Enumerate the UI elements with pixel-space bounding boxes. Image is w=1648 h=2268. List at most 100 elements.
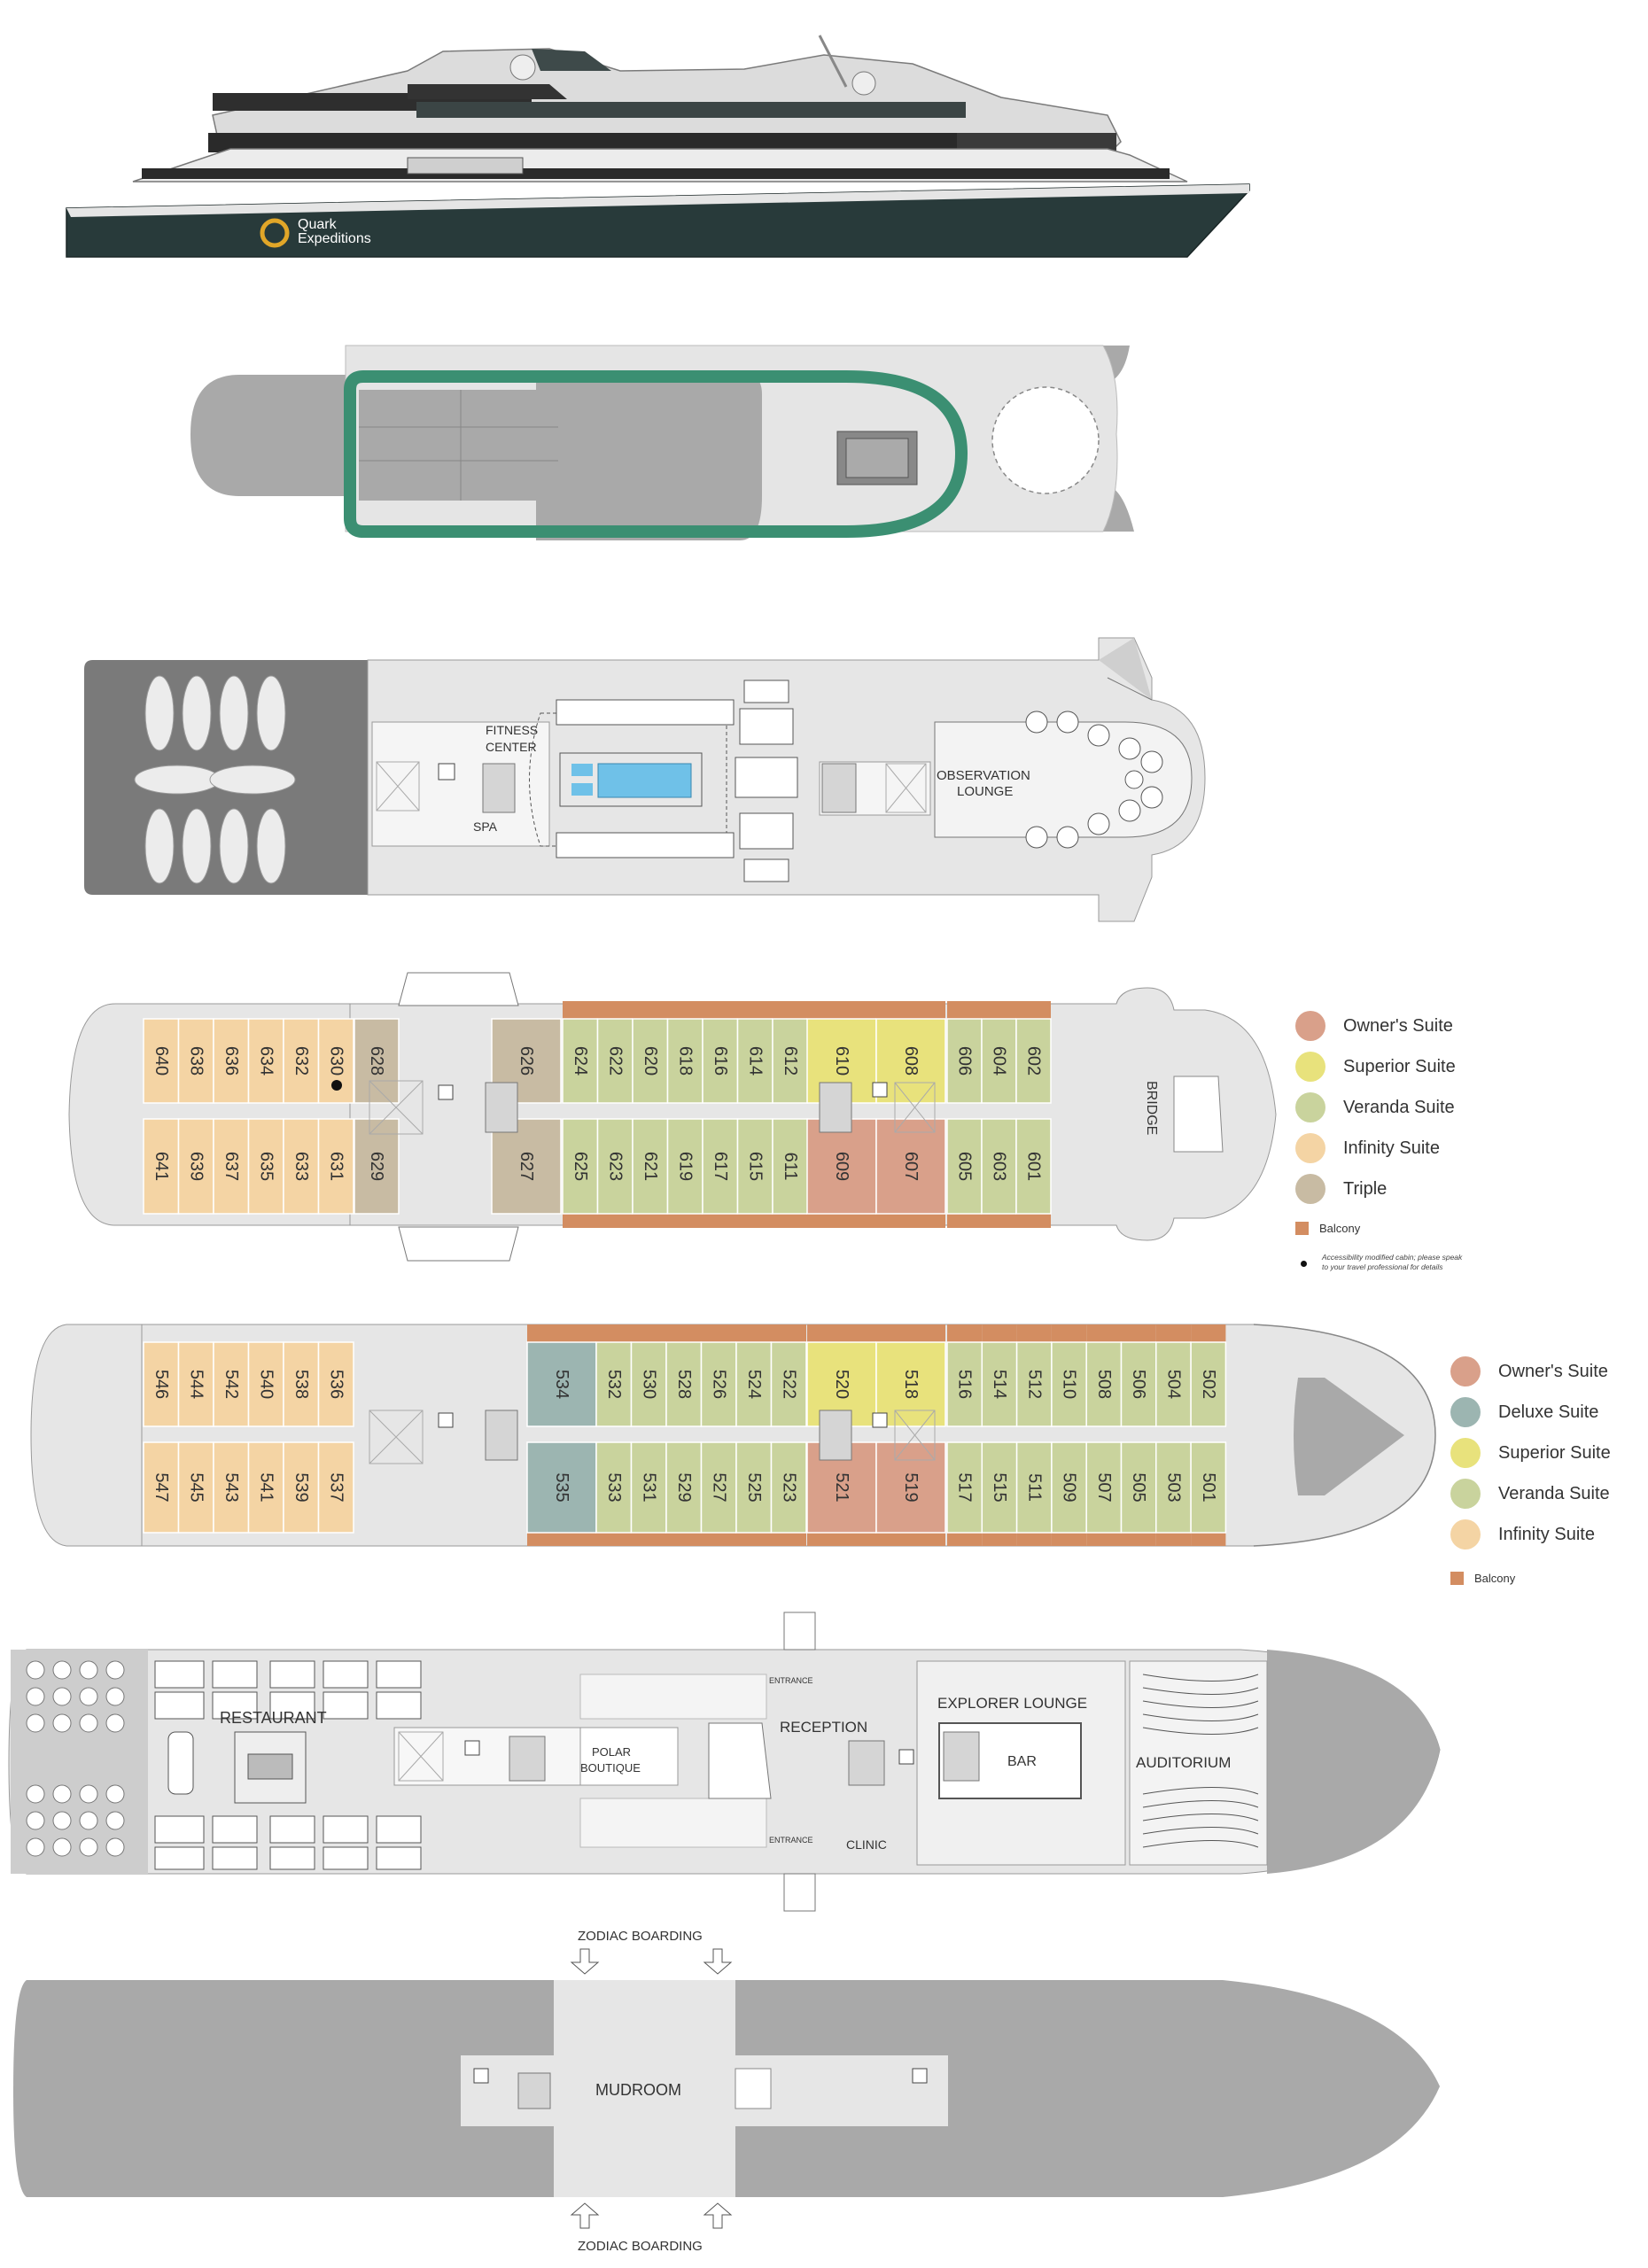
- cabin-617[interactable]: 617: [702, 1118, 739, 1228]
- cabin-619[interactable]: 619: [666, 1118, 704, 1228]
- cabin-517[interactable]: 517: [946, 1441, 983, 1546]
- cabin-502[interactable]: 502: [1190, 1324, 1227, 1427]
- cabin-628[interactable]: 628: [354, 1018, 400, 1104]
- cabin-634[interactable]: 634: [247, 1018, 284, 1104]
- cabin-629[interactable]: 629: [354, 1118, 400, 1215]
- cabin-532[interactable]: 532: [595, 1324, 633, 1427]
- cabin-545[interactable]: 545: [177, 1441, 214, 1534]
- cabin-512[interactable]: 512: [1015, 1324, 1053, 1427]
- fitness-center-label-2: CENTER: [486, 740, 537, 754]
- cabin-639[interactable]: 639: [177, 1118, 214, 1215]
- cabin-529[interactable]: 529: [665, 1441, 703, 1546]
- cabin-518[interactable]: 518: [875, 1324, 946, 1427]
- cabin-504[interactable]: 504: [1155, 1324, 1192, 1427]
- cabin-number-632: 632: [292, 1046, 311, 1076]
- cabin-601[interactable]: 601: [1015, 1118, 1052, 1228]
- legend-swatch-deluxe: [1450, 1397, 1481, 1427]
- legend-swatch-owners: [1295, 1011, 1325, 1041]
- cabin-547[interactable]: 547: [143, 1441, 180, 1534]
- cabin-546[interactable]: 546: [143, 1341, 180, 1427]
- cabin-526[interactable]: 526: [700, 1324, 737, 1427]
- cabin-515[interactable]: 515: [981, 1441, 1018, 1546]
- cabin-633[interactable]: 633: [283, 1118, 320, 1215]
- cabin-533[interactable]: 533: [595, 1441, 633, 1546]
- cabin-540[interactable]: 540: [247, 1341, 284, 1427]
- cabin-535[interactable]: 535: [526, 1441, 597, 1546]
- cabin-635[interactable]: 635: [247, 1118, 284, 1215]
- cabin-605[interactable]: 605: [946, 1118, 983, 1228]
- cabin-631[interactable]: 631: [317, 1118, 354, 1215]
- cabin-522[interactable]: 522: [770, 1324, 807, 1427]
- cabin-624[interactable]: 624: [562, 1001, 599, 1104]
- cabin-box-507: [1085, 1441, 1123, 1534]
- cabin-number-612: 612: [781, 1046, 800, 1076]
- balcony-521: [807, 1533, 876, 1546]
- cabin-622[interactable]: 622: [596, 1001, 634, 1104]
- cabin-641[interactable]: 641: [143, 1118, 180, 1215]
- cabin-box-531: [630, 1441, 667, 1534]
- cabin-543[interactable]: 543: [213, 1441, 250, 1534]
- cabin-number-621: 621: [641, 1152, 660, 1181]
- cabin-608[interactable]: 608: [875, 1001, 946, 1104]
- balcony-517: [947, 1533, 983, 1546]
- cabin-530[interactable]: 530: [630, 1324, 667, 1427]
- cabin-544[interactable]: 544: [177, 1341, 214, 1427]
- cabin-616[interactable]: 616: [702, 1001, 739, 1104]
- cabin-627[interactable]: 627: [491, 1118, 562, 1215]
- cabin-501[interactable]: 501: [1190, 1441, 1227, 1546]
- cabin-510[interactable]: 510: [1051, 1324, 1087, 1427]
- cabin-539[interactable]: 539: [283, 1441, 320, 1534]
- cabin-524[interactable]: 524: [735, 1324, 773, 1427]
- cabin-519[interactable]: 519: [875, 1441, 946, 1546]
- balcony-505: [1121, 1533, 1156, 1546]
- cabin-637[interactable]: 637: [213, 1118, 250, 1215]
- cabin-612[interactable]: 612: [772, 1001, 809, 1104]
- cabin-516[interactable]: 516: [946, 1324, 983, 1427]
- cabin-511[interactable]: 511: [1015, 1441, 1053, 1546]
- cabin-531[interactable]: 531: [630, 1441, 667, 1546]
- cabin-611[interactable]: 611: [772, 1118, 809, 1228]
- cabin-602[interactable]: 602: [1015, 1001, 1052, 1104]
- cabin-625[interactable]: 625: [562, 1118, 599, 1228]
- cabin-505[interactable]: 505: [1120, 1441, 1157, 1546]
- cabin-632[interactable]: 632: [283, 1018, 320, 1104]
- cabin-number-512: 512: [1024, 1370, 1044, 1399]
- cabin-606[interactable]: 606: [946, 1001, 983, 1104]
- cabin-514[interactable]: 514: [981, 1324, 1018, 1427]
- cabin-618[interactable]: 618: [666, 1001, 704, 1104]
- legend-item-triple: Triple: [1295, 1171, 1387, 1207]
- cabin-525[interactable]: 525: [735, 1441, 773, 1546]
- cabin-509[interactable]: 509: [1051, 1441, 1087, 1546]
- cabin-box-625: [562, 1118, 599, 1215]
- cabin-604[interactable]: 604: [981, 1001, 1017, 1104]
- cabin-528[interactable]: 528: [665, 1324, 703, 1427]
- cabin-503[interactable]: 503: [1155, 1441, 1192, 1546]
- cabin-541[interactable]: 541: [247, 1441, 284, 1534]
- cabin-615[interactable]: 615: [736, 1118, 773, 1228]
- cabin-614[interactable]: 614: [736, 1001, 773, 1104]
- cabin-542[interactable]: 542: [213, 1341, 250, 1427]
- cabin-603[interactable]: 603: [981, 1118, 1017, 1228]
- cabin-636[interactable]: 636: [213, 1018, 250, 1104]
- entrance-bottom-label: ENTRANCE: [769, 1836, 813, 1845]
- cabin-536[interactable]: 536: [317, 1341, 354, 1427]
- cabin-620[interactable]: 620: [632, 1001, 669, 1104]
- cabin-508[interactable]: 508: [1085, 1324, 1123, 1427]
- cabin-621[interactable]: 621: [632, 1118, 669, 1228]
- cabin-609[interactable]: 609: [806, 1118, 877, 1228]
- cabin-640[interactable]: 640: [143, 1018, 180, 1104]
- cabin-607[interactable]: 607: [875, 1118, 946, 1228]
- cabin-507[interactable]: 507: [1085, 1441, 1123, 1546]
- legend-item-superior: Superior Suite: [1450, 1435, 1611, 1471]
- cabin-534[interactable]: 534: [526, 1324, 597, 1427]
- cabin-638[interactable]: 638: [177, 1018, 214, 1104]
- cabin-537[interactable]: 537: [317, 1441, 354, 1534]
- cabin-527[interactable]: 527: [700, 1441, 737, 1546]
- cabin-623[interactable]: 623: [596, 1118, 634, 1228]
- cabin-number-517: 517: [955, 1472, 975, 1502]
- cabin-box-628: [354, 1018, 400, 1104]
- cabin-506[interactable]: 506: [1120, 1324, 1157, 1427]
- cabin-538[interactable]: 538: [283, 1341, 320, 1427]
- cabin-number-617: 617: [711, 1152, 730, 1181]
- cabin-523[interactable]: 523: [770, 1441, 807, 1546]
